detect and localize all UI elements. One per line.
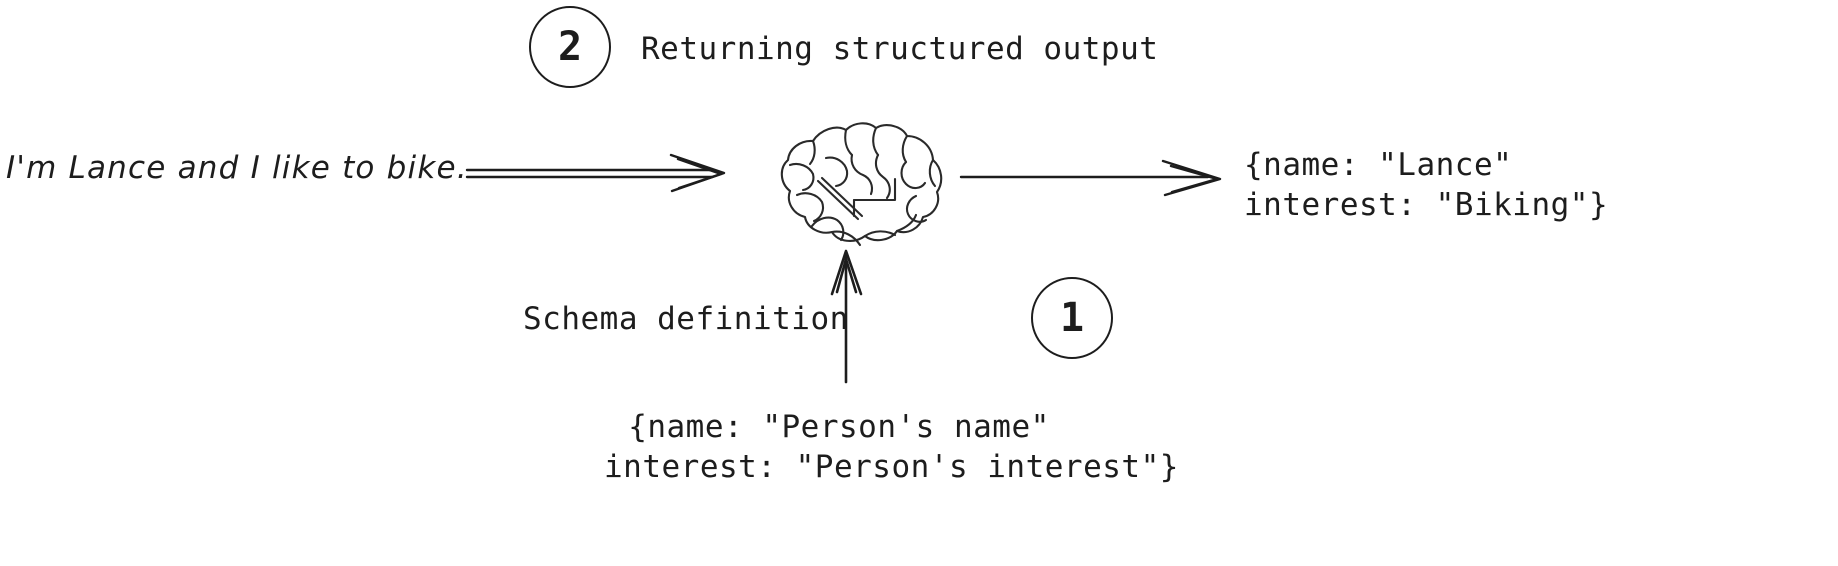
arrow-right-icon xyxy=(465,153,726,193)
input-sentence-text: I'm Lance and I like to bike. xyxy=(6,150,468,186)
step-1-label: Schema definition xyxy=(523,301,849,337)
step-2-label: Returning structured output xyxy=(641,31,1159,67)
structured-output-block: {name: "Lance" interest: "Biking"} xyxy=(1244,146,1608,225)
brain-icon xyxy=(766,118,952,254)
structured-output-line-2: interest: "Biking"} xyxy=(1244,186,1609,223)
arrow-up-icon xyxy=(830,249,863,384)
step-1-number: 1 xyxy=(1059,295,1085,341)
arrow-input-to-model xyxy=(465,150,731,194)
arrow-schema-to-model xyxy=(824,249,868,384)
step-2-badge: 2 xyxy=(529,6,611,88)
brain-illustration xyxy=(780,122,943,247)
step-2-number: 2 xyxy=(557,24,583,70)
schema-object-line-1: {name: "Person's name" xyxy=(628,409,1050,445)
schema-object-block: {name: "Person's name" interest: "Person… xyxy=(604,408,1179,487)
structured-output-line-1: {name: "Lance" xyxy=(1244,147,1513,183)
arrow-model-to-output xyxy=(959,155,1225,197)
arrow-right-icon xyxy=(959,159,1222,197)
step-1-badge: 1 xyxy=(1031,277,1113,359)
schema-object-line-2: interest: "Person's interest"} xyxy=(604,448,1179,485)
